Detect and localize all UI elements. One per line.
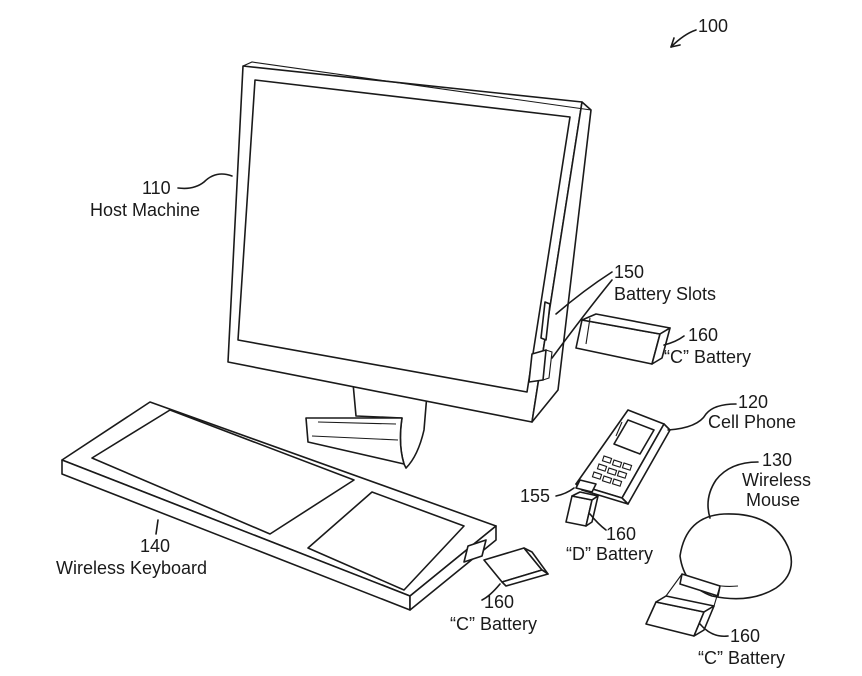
battery-c-keyboard-name: “C” Battery <box>450 614 537 634</box>
phone-keypad <box>591 455 633 487</box>
battery-c-keyboard-leader <box>481 583 501 601</box>
wireless-keyboard <box>61 401 497 611</box>
battery-c-mouse-leader <box>699 623 729 638</box>
battery-slot-upper <box>540 301 551 341</box>
mouse-battery-slot <box>679 573 721 597</box>
host-machine <box>227 61 592 469</box>
battery-d <box>565 491 599 527</box>
wireless-mouse <box>679 513 793 600</box>
battery-c-mouse-label: 160 “C” Battery <box>698 623 785 668</box>
phone-slot-ref: 155 <box>520 486 550 506</box>
mouse-name-line2: Mouse <box>746 490 800 510</box>
monitor-screen <box>237 79 571 393</box>
phone-ref: 120 <box>738 392 768 412</box>
battery-c-monitor-ref: 160 <box>688 325 718 345</box>
host-ref: 110 <box>142 178 171 198</box>
battery-slot-lower <box>528 349 547 383</box>
battery-c-keyboard-label: 160 “C” Battery <box>450 583 537 634</box>
battery-c-mouse-ref: 160 <box>730 626 760 646</box>
mouse-leader <box>707 461 759 519</box>
figure-number-arrowhead <box>670 37 681 48</box>
host-leader <box>177 173 233 190</box>
battery-c-mouse-name: “C” Battery <box>698 648 785 668</box>
phone-screen <box>613 419 655 455</box>
battery-c-keyboard <box>483 547 549 587</box>
keyboard-label: 140 Wireless Keyboard <box>56 519 207 578</box>
battery-c-monitor <box>575 313 671 365</box>
slots-leader-lower <box>551 279 613 359</box>
phone-slot-label: 155 <box>520 486 575 506</box>
slots-name: Battery Slots <box>614 284 716 304</box>
phone-leader <box>667 403 737 431</box>
battery-c-monitor-label: 160 “C” Battery <box>663 325 751 367</box>
battery-c-keyboard-ref: 160 <box>484 592 514 612</box>
slots-ref: 150 <box>614 262 644 282</box>
slots-leader-upper <box>555 271 613 315</box>
mouse-label: 130 Wireless Mouse <box>707 450 811 519</box>
keyboard-key-area-right <box>307 491 465 591</box>
phone-label: 120 Cell Phone <box>667 392 796 432</box>
battery-d-leader <box>589 513 607 531</box>
phone-slot-leader <box>555 487 575 497</box>
figure-number-arrow <box>670 29 697 48</box>
keyboard-name: Wireless Keyboard <box>56 558 207 578</box>
keyboard-key-area-left <box>91 409 355 535</box>
figure-number: 100 <box>670 16 728 48</box>
keyboard-leader <box>155 519 159 535</box>
keyboard-ref: 140 <box>140 536 170 556</box>
battery-c-mouse <box>645 573 721 637</box>
host-name: Host Machine <box>90 200 200 220</box>
figure-number-text: 100 <box>698 16 728 36</box>
keyboard-battery-slot <box>463 539 487 563</box>
cell-phone <box>575 409 671 505</box>
battery-c-monitor-name: “C” Battery <box>664 347 751 367</box>
phone-name: Cell Phone <box>708 412 796 432</box>
battery-d-ref: 160 <box>606 524 636 544</box>
mouse-ref: 130 <box>762 450 792 470</box>
battery-c-monitor-leader <box>663 335 685 346</box>
host-label: 110 Host Machine <box>90 173 233 220</box>
slots-label: 150 Battery Slots <box>551 262 716 359</box>
battery-d-label: 160 “D” Battery <box>566 513 653 564</box>
mouse-name-line1: Wireless <box>742 470 811 490</box>
phone-battery-slot <box>575 479 597 493</box>
battery-d-name: “D” Battery <box>566 544 653 564</box>
